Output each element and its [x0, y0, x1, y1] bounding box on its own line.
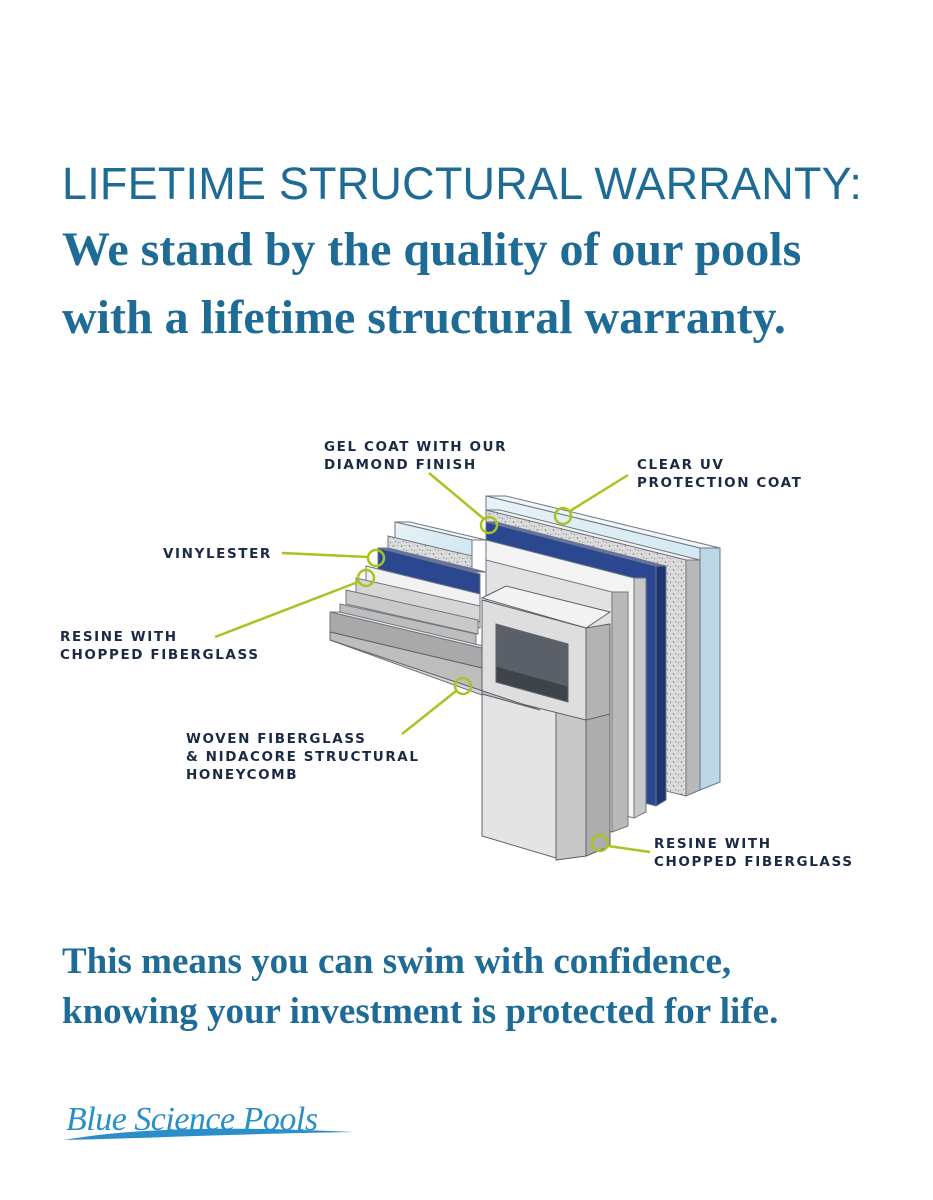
- callout-resine-bottom-line2: CHOPPED FIBERGLASS: [654, 854, 854, 870]
- callout-resine-top-line2: CHOPPED FIBERGLASS: [60, 647, 260, 663]
- leader-resine-top: [214, 580, 359, 639]
- gel-coat-layer-side: [685, 559, 701, 797]
- resine-back-layer-side: [633, 577, 647, 819]
- marker-clear-uv: [553, 506, 573, 526]
- callout-clear-uv-line2: PROTECTION COAT: [637, 475, 803, 491]
- fiberglass-back-layer-side: [611, 591, 629, 833]
- callout-clear-uv: CLEAR UV PROTECTION COAT: [637, 456, 802, 492]
- heading-line-1: LIFETIME STRUCTURAL WARRANTY:: [62, 158, 863, 209]
- callout-gel-coat-line2: DIAMOND FINISH: [324, 457, 477, 473]
- marker-vinylester: [366, 548, 386, 568]
- callout-leaders: [214, 472, 651, 854]
- callout-vinylester-line1: VINYLESTER: [163, 546, 272, 562]
- bench-step-2: [345, 589, 479, 635]
- closing-line-1: This means you can swim with confidence,: [62, 941, 732, 982]
- leader-gel-coat: [428, 472, 485, 520]
- vinylester-layer-side: [655, 565, 667, 807]
- heading-line-2: We stand by the quality of our pools: [62, 223, 802, 276]
- leader-resine-bottom: [607, 844, 651, 854]
- nidacore-box-top: [480, 585, 612, 629]
- leader-woven-fiberglass: [401, 690, 457, 735]
- callout-woven-fiberglass: WOVEN FIBERGLASS & NIDACORE STRUCTURAL H…: [186, 730, 420, 784]
- marker-woven-fiberglass: [453, 676, 473, 696]
- callout-resine-top: RESINE WITH CHOPPED FIBERGLASS: [60, 628, 260, 664]
- base-slab-top: [329, 631, 541, 711]
- leader-vinylester: [281, 551, 369, 559]
- callout-woven-fiberglass-line1: WOVEN FIBERGLASS: [186, 731, 367, 747]
- callout-woven-fiberglass-line3: HONEYCOMB: [186, 767, 299, 783]
- closing-line-2: knowing your investment is protected for…: [62, 991, 779, 1032]
- callout-resine-bottom: RESINE WITH CHOPPED FIBERGLASS: [654, 835, 854, 871]
- marker-gel-coat: [479, 515, 499, 535]
- marker-resine-top: [356, 568, 376, 588]
- clear-uv-layer-side: [699, 547, 721, 791]
- logo-swoosh: [64, 1128, 354, 1140]
- callout-woven-fiberglass-line2: & NIDACORE STRUCTURAL: [186, 749, 420, 765]
- callout-clear-uv-line1: CLEAR UV: [637, 457, 725, 473]
- marker-resine-bottom: [590, 833, 610, 853]
- callout-resine-bottom-line1: RESINE WITH: [654, 836, 772, 852]
- bench-vinylester-top: [377, 547, 487, 573]
- callout-vinylester: VINYLESTER: [163, 545, 272, 563]
- bench-step-1: [355, 577, 481, 623]
- nidacore-honeycomb-floor: [495, 665, 569, 703]
- callout-gel-coat: GEL COAT WITH OUR DIAMOND FINISH: [324, 438, 507, 474]
- leader-clear-uv: [569, 473, 629, 513]
- callout-resine-top-line1: RESINE WITH: [60, 629, 178, 645]
- callout-gel-coat-line1: GEL COAT WITH OUR: [324, 439, 508, 455]
- blue-science-pools-logo: Blue Science Pools: [64, 1101, 354, 1140]
- heading-line-3: with a lifetime structural warranty.: [62, 291, 786, 344]
